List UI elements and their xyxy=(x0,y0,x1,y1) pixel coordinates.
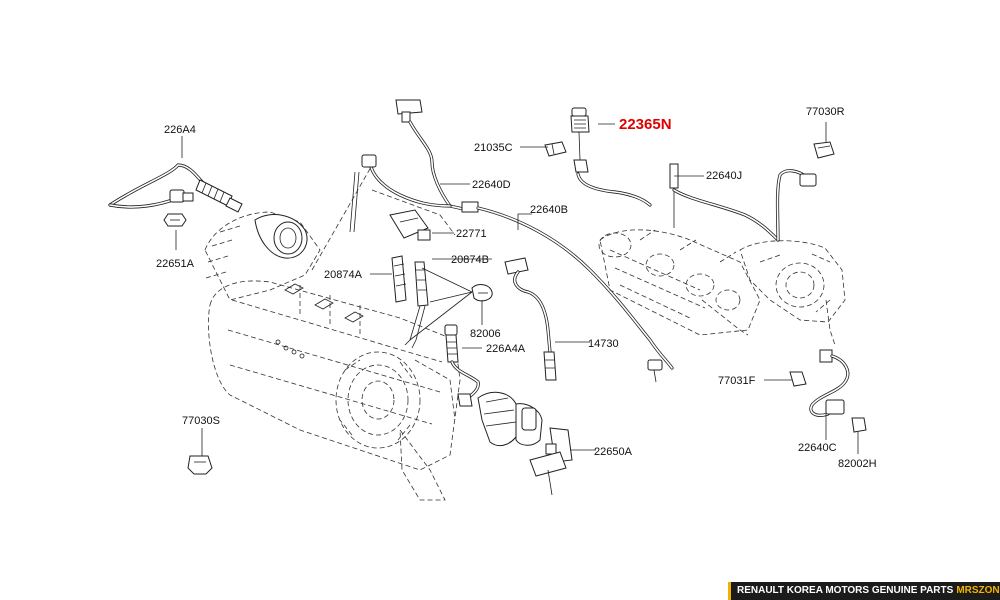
label-21035C: 21035C xyxy=(474,142,513,154)
sensor-22650A xyxy=(529,427,573,496)
leader-lines xyxy=(175,122,859,456)
label-77030R: 77030R xyxy=(806,106,845,118)
label-77031F: 77031F xyxy=(718,375,756,387)
turbo-manifold-assembly xyxy=(598,229,846,346)
clip-77031F xyxy=(789,371,807,387)
temp-sensor-22640C xyxy=(809,349,850,417)
label-226A4: 226A4 xyxy=(164,124,196,136)
catalytic-converter-assembly xyxy=(204,159,461,501)
label-22640J: 22640J xyxy=(706,170,742,182)
label-20874A: 20874A xyxy=(324,269,363,281)
part-labels: 226A4 22651A 21035C 22365N 22640D 22771 … xyxy=(156,106,877,470)
label-82002H: 82002H xyxy=(838,458,877,470)
sensor-14730 xyxy=(504,257,557,381)
bracket-21035C xyxy=(544,141,567,157)
footer-text: RENAULT KOREA MOTORS GENUINE PARTS xyxy=(737,585,954,596)
label-22365N: 22365N xyxy=(619,116,672,133)
label-77030S: 77030S xyxy=(182,415,220,427)
pressure-sensor-22771 xyxy=(389,209,431,241)
label-14730: 14730 xyxy=(588,338,619,350)
temp-sensor-22640J xyxy=(669,163,817,242)
hose-20874A xyxy=(391,255,407,303)
label-22651A: 22651A xyxy=(156,258,195,270)
temp-sensor-22640D xyxy=(349,99,470,233)
footer-brand: MRSZONE xyxy=(956,585,1000,596)
label-22640C: 22640C xyxy=(798,442,837,454)
clip-22651A xyxy=(163,213,187,227)
clip-77030S xyxy=(187,455,213,475)
egr-pipe-assembly xyxy=(477,391,543,446)
label-22640D: 22640D xyxy=(472,179,511,191)
clip-77030R xyxy=(813,141,835,159)
clip-82006 xyxy=(471,284,493,302)
label-82006: 82006 xyxy=(470,328,501,340)
o2-sensor-226A4 xyxy=(108,163,243,213)
label-22771: 22771 xyxy=(456,228,487,240)
label-20874B: 20874B xyxy=(451,254,489,266)
label-22640B: 22640B xyxy=(530,204,568,216)
label-22650A: 22650A xyxy=(594,446,633,458)
o2-sensor-226A4A xyxy=(444,324,480,407)
temp-sensor-22640B xyxy=(461,201,674,383)
clip-82002H xyxy=(851,417,867,433)
sensor-22365N xyxy=(570,107,652,207)
label-226A4A: 226A4A xyxy=(486,343,526,355)
